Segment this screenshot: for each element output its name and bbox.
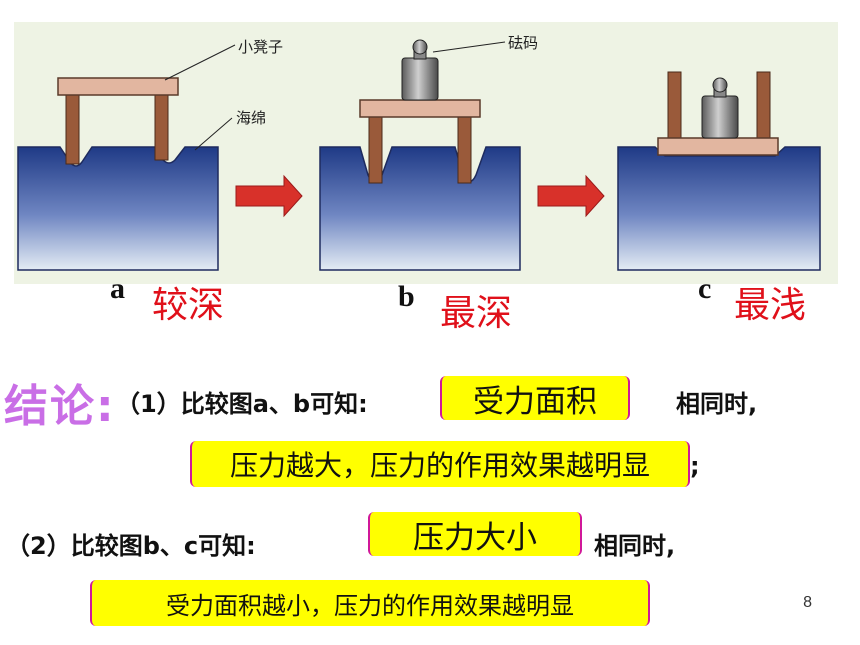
panel-b-result: 最深 <box>440 293 513 334</box>
label-sponge: 海绵 <box>236 109 267 127</box>
callout-line-stool <box>164 44 236 81</box>
conclusion-line3-highlight: 压力大小 <box>368 512 582 556</box>
panel-a-result: 较深 <box>152 285 225 326</box>
panel-b-letter: b <box>398 280 415 313</box>
weight-c-body <box>701 95 739 139</box>
conclusion-line1-suffix: 相同时, <box>676 390 758 418</box>
conclusion-line1-prefix: （1）比较图a、b可知: <box>116 390 368 418</box>
sponge-a <box>17 146 219 271</box>
stool-a-seat <box>57 77 179 96</box>
conclusion-line2-highlight: 压力越大，压力的作用效果越明显 <box>190 441 690 487</box>
panel-a-letter: a <box>110 272 125 305</box>
stool-c-seat <box>657 137 779 156</box>
conclusion-line1-highlight: 受力面积 <box>440 376 630 420</box>
arrow-a-to-b <box>235 174 303 218</box>
stool-a-leg-right <box>154 91 169 161</box>
panel-c-letter: c <box>698 272 712 305</box>
conclusion-line3-prefix: （2）比较图b、c可知: <box>6 532 256 560</box>
panel-c-figure <box>617 71 821 271</box>
conclusion-title: 结论: <box>4 381 116 432</box>
stool-c-leg-right <box>756 71 771 143</box>
callout-line-sponge <box>194 117 233 151</box>
stool-a-leg-left <box>65 91 80 165</box>
sponge-c <box>617 146 821 271</box>
panel-b-figure <box>319 39 521 271</box>
weight-c-knob <box>712 77 728 93</box>
conclusion-line4-highlight: 受力面积越小，压力的作用效果越明显 <box>90 580 650 626</box>
weight-b-body <box>401 57 439 101</box>
conclusion-line3-suffix: 相同时, <box>594 532 676 560</box>
stool-b-leg-left <box>368 114 383 184</box>
label-stool: 小凳子 <box>238 38 284 56</box>
sponge-b <box>319 146 521 271</box>
weight-b-knob <box>412 39 428 55</box>
conclusion-line2-suffix: ; <box>690 452 700 480</box>
stool-c-leg-left <box>667 71 682 143</box>
callout-line-weight <box>432 41 506 53</box>
panel-c-result: 最浅 <box>734 285 807 326</box>
arrow-b-to-c <box>537 174 605 218</box>
stool-b-seat <box>359 99 481 118</box>
stool-b-leg-right <box>457 114 472 184</box>
panel-a-figure <box>17 44 236 271</box>
label-weight: 砝码 <box>508 34 539 52</box>
page-number: 8 <box>803 594 812 611</box>
